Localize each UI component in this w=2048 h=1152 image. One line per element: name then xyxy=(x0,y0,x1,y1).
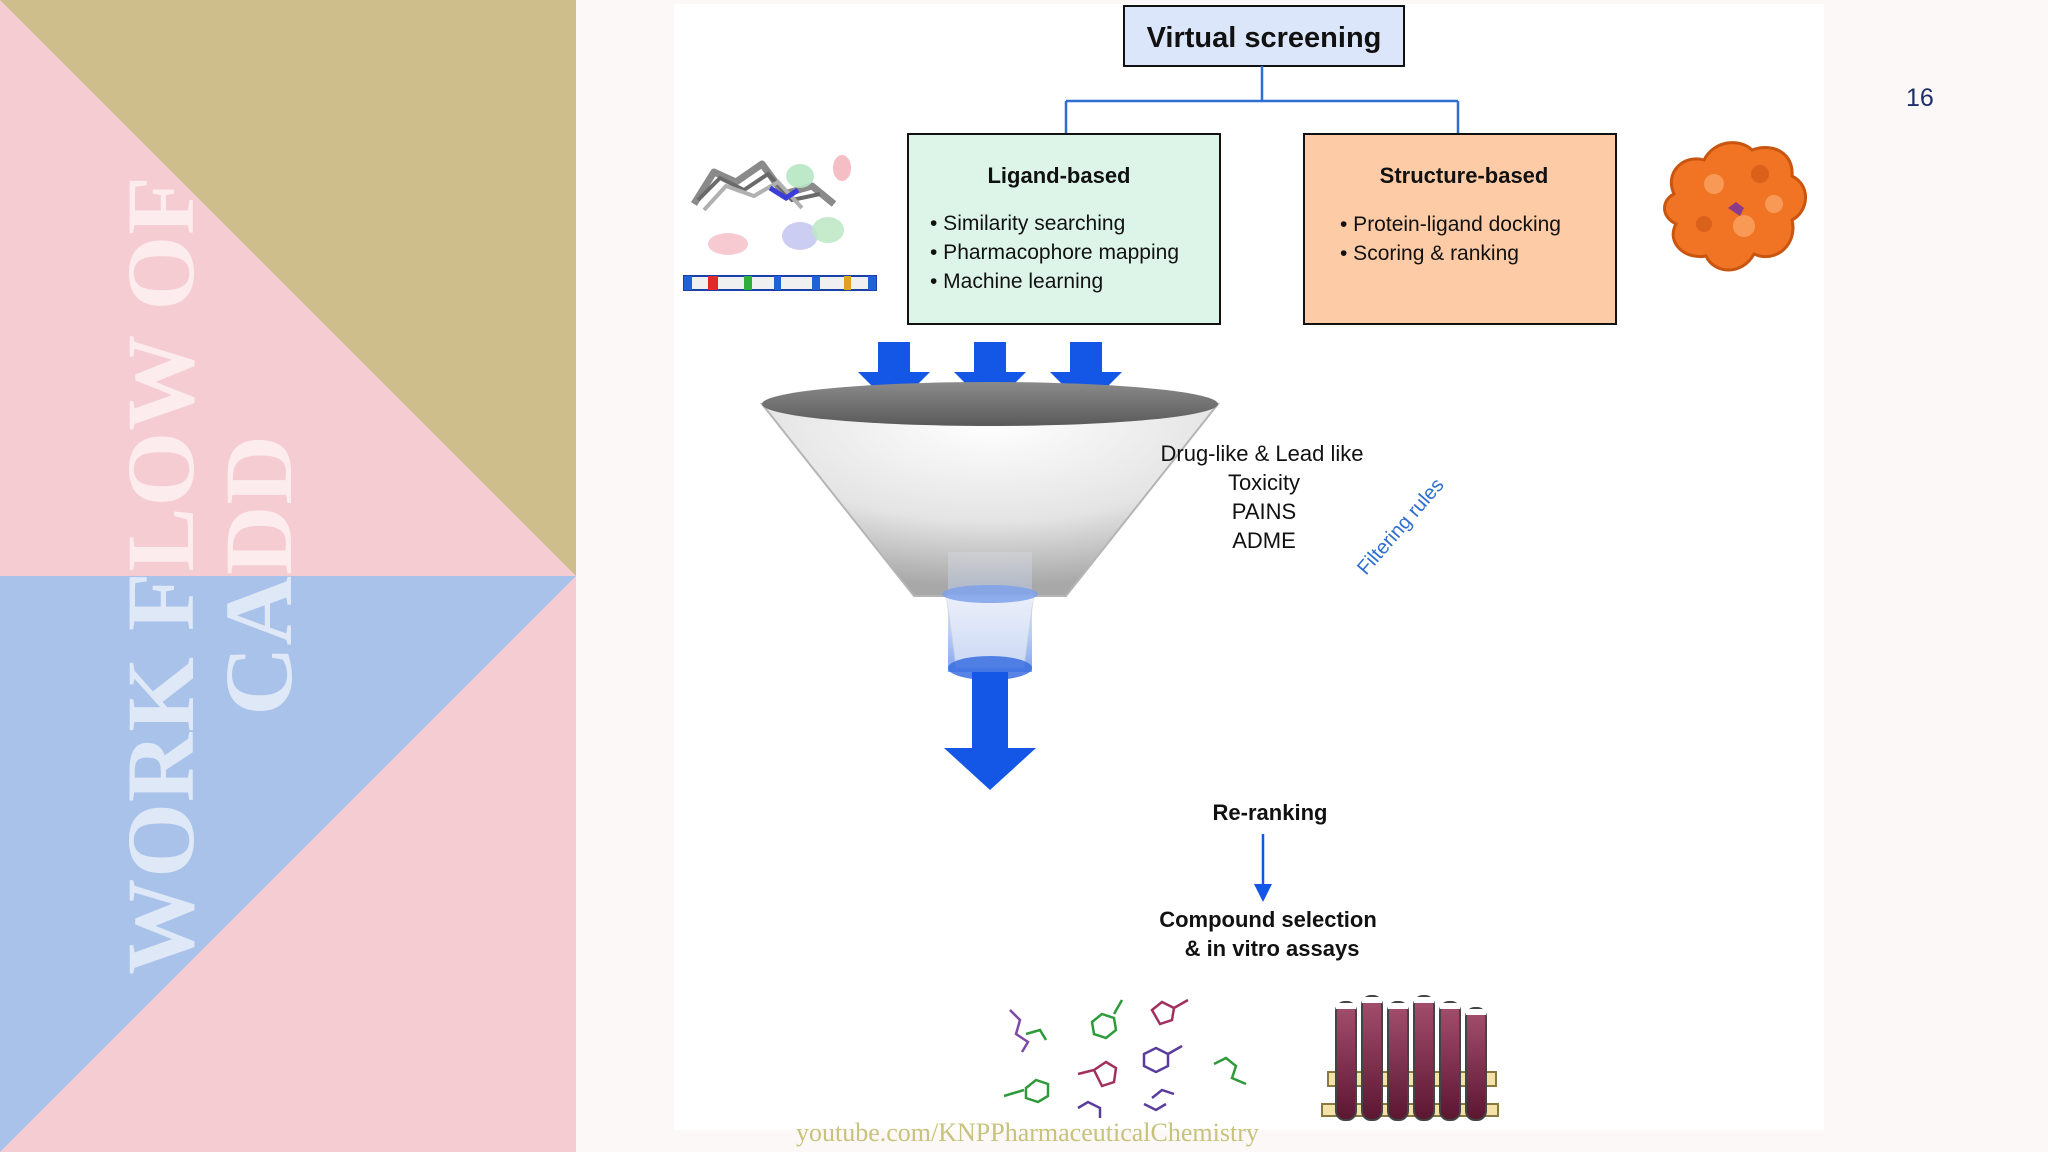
funnel-item-2: Toxicity xyxy=(1228,470,1300,495)
compound-selection-line1: Compound selection xyxy=(1159,907,1377,932)
filtering-funnel xyxy=(759,382,1221,680)
ligand-based-box xyxy=(907,133,1221,325)
slide-title-line1: WORK FLOW OF xyxy=(107,175,214,975)
page-number: 16 xyxy=(1906,84,1934,112)
protein-illustration xyxy=(1663,141,1807,272)
filtering-rules-label: Filtering rules xyxy=(1353,474,1448,579)
blue-triangle xyxy=(0,576,576,1152)
funnel-item-4: ADME xyxy=(1232,528,1296,553)
diagram-canvas: Virtual screening Ligand-based • Similar… xyxy=(674,4,1824,1130)
slide-title: WORK FLOW OF CADD xyxy=(60,175,360,975)
test-tubes-illustration xyxy=(1321,995,1499,1121)
virtual-screening-box xyxy=(1123,5,1405,67)
structure-based-box xyxy=(1303,133,1617,325)
output-arrow xyxy=(944,672,1036,790)
gold-triangle xyxy=(0,0,576,576)
title-panel-background xyxy=(0,0,576,1152)
structure-item-1: • Protein-ligand docking xyxy=(1340,213,1561,236)
slide-title-line2: CADD xyxy=(205,434,312,716)
title-panel: WORK FLOW OF CADD xyxy=(0,0,576,1152)
virtual-screening-title: Virtual screening xyxy=(1147,22,1382,54)
branch-connector xyxy=(1064,66,1460,134)
ligand-item-3: • Machine learning xyxy=(930,270,1103,293)
compound-selection-line2: & in vitro assays xyxy=(1185,936,1360,961)
virtual-screening-diagram: Virtual screening Ligand-based • Similar… xyxy=(683,5,1807,1121)
input-arrows xyxy=(858,342,1122,408)
compounds-illustration xyxy=(1003,998,1247,1118)
funnel-item-1: Drug-like & Lead like xyxy=(1161,441,1364,466)
ligand-item-2: • Pharmacophore mapping xyxy=(930,241,1179,264)
source-credit: youtube.com/KNPPharmaceuticalChemistry xyxy=(796,1118,1259,1147)
funnel-item-3: PAINS xyxy=(1232,499,1296,524)
ligand-overlay-illustration xyxy=(683,155,877,291)
ligand-item-1: • Similarity searching xyxy=(930,212,1125,235)
structure-item-2: • Scoring & ranking xyxy=(1340,242,1519,265)
reranking-label: Re-ranking xyxy=(1213,800,1328,825)
structure-based-title: Structure-based xyxy=(1380,163,1549,188)
reranking-arrow-head xyxy=(1254,884,1272,902)
ligand-based-title: Ligand-based xyxy=(987,163,1130,188)
